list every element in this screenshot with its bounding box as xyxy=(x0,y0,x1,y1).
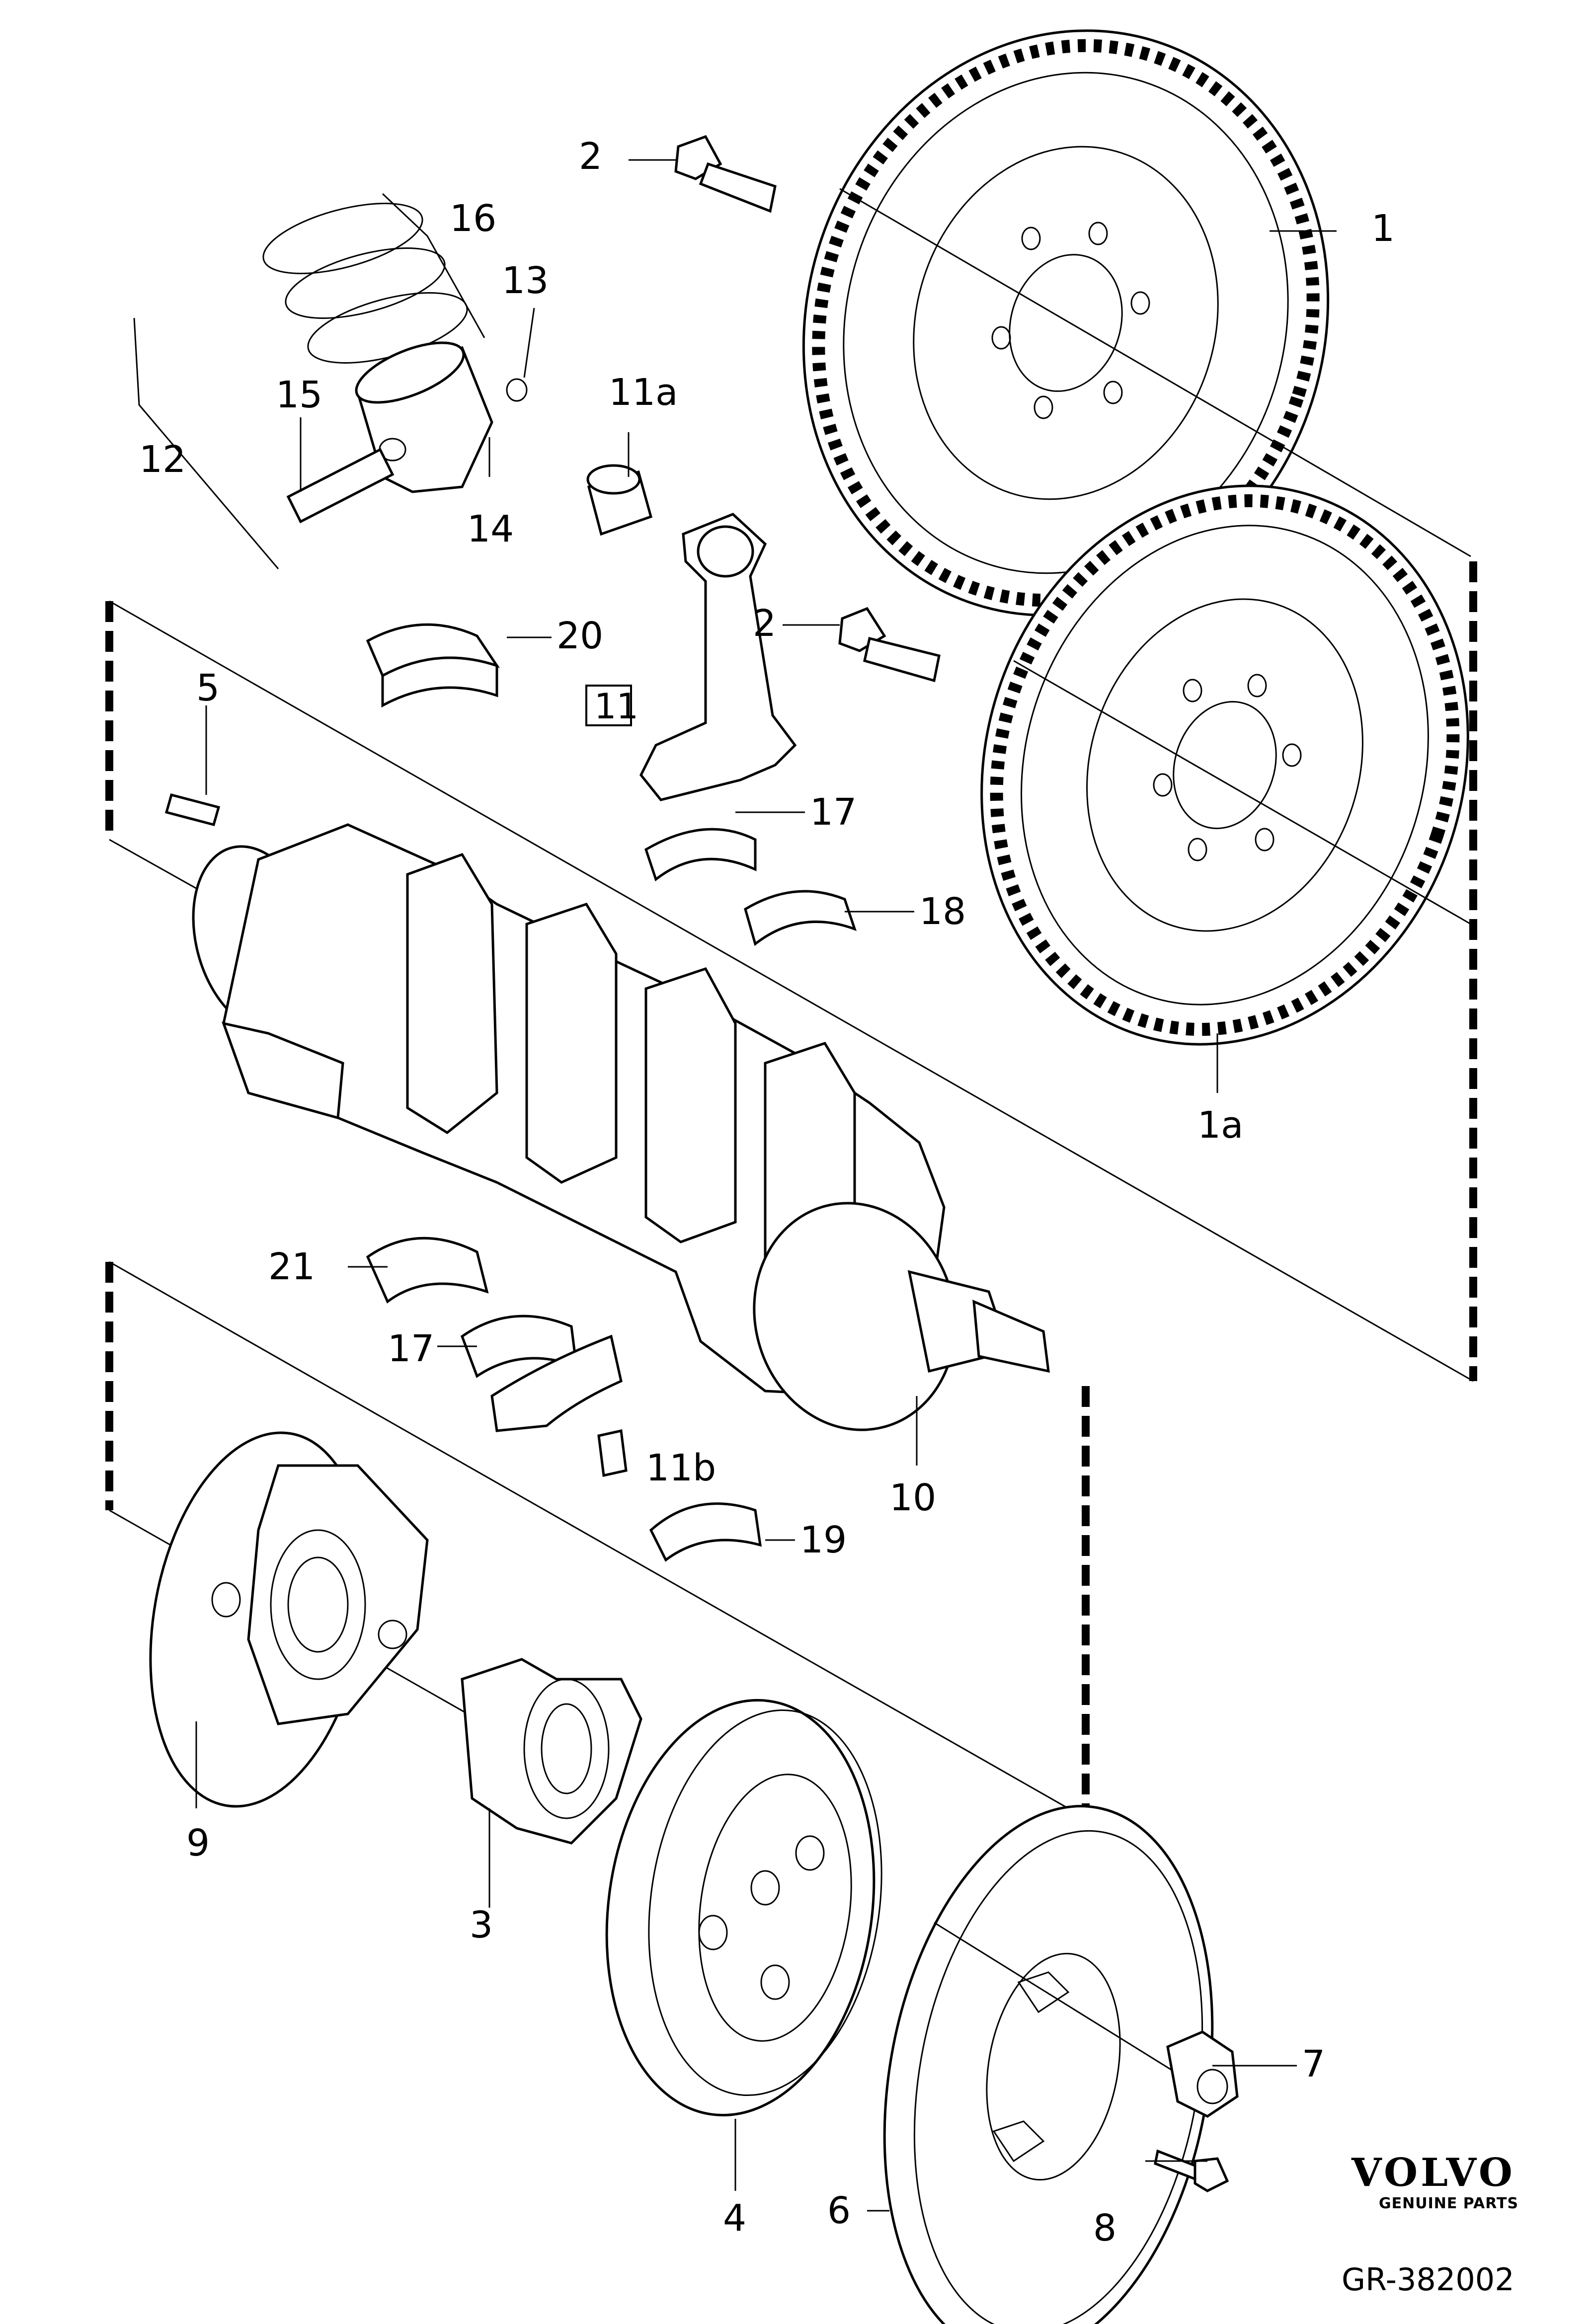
callout-2-lower: 2 xyxy=(753,602,776,645)
callout-14: 14 xyxy=(467,508,514,550)
crankshaft-timing-gear xyxy=(461,1658,642,1845)
crankshaft-center-bolt xyxy=(1166,2030,1239,2118)
dowel-pin xyxy=(164,793,221,827)
callout-5: 5 xyxy=(196,667,220,709)
bearing-cap-11b xyxy=(490,1334,628,1477)
oil-pump xyxy=(149,1431,429,1808)
callout-12: 12 xyxy=(139,438,186,481)
callout-17-upper: 17 xyxy=(810,791,857,834)
callout-6: 6 xyxy=(827,2189,851,2232)
bearing-shell-17-upper xyxy=(644,828,757,882)
flywheel-1 xyxy=(802,29,1471,617)
callout-1: 1 xyxy=(1371,207,1395,250)
callout-11a: 11a xyxy=(609,371,678,414)
callout-8: 8 xyxy=(1093,2207,1116,2249)
callout-4: 4 xyxy=(723,2197,746,2240)
callout-10: 10 xyxy=(889,1476,936,1519)
crankshaft-pulley xyxy=(605,1699,882,2117)
svg-text:11: 11 xyxy=(594,686,638,727)
callout-15: 15 xyxy=(276,374,322,416)
flywheel-bolt-lower xyxy=(838,607,941,683)
bearing-shell-19 xyxy=(649,1502,762,1562)
callout-13: 13 xyxy=(502,259,549,302)
callout-20: 20 xyxy=(557,615,603,657)
bearing-shell-20 xyxy=(366,623,500,708)
damper-bolt xyxy=(1154,2149,1229,2192)
bearing-shell-21 xyxy=(366,1237,489,1304)
callout-11-boxed: 11 xyxy=(585,685,638,727)
callout-9: 9 xyxy=(186,1822,210,1864)
volvo-logo: VOLVO GENUINE PARTS xyxy=(1351,2150,1518,2212)
figure-reference: GR-382002 xyxy=(1342,2261,1514,2298)
callout-2-upper: 2 xyxy=(579,135,602,178)
callout-11b: 11b xyxy=(646,1447,716,1489)
callout-18: 18 xyxy=(919,890,966,933)
callout-16: 16 xyxy=(450,197,496,240)
callout-labels: 1 1a 2 2 3 4 5 6 7 8 9 10 11 11a 11b 12 … xyxy=(139,135,1395,2249)
svg-text:GENUINE PARTS: GENUINE PARTS xyxy=(1379,2195,1518,2212)
crankshaft xyxy=(192,823,1050,1431)
piston-pin xyxy=(286,448,395,524)
connecting-rod xyxy=(639,513,797,801)
callout-7: 7 xyxy=(1302,2043,1325,2086)
svg-text:VOLVO: VOLVO xyxy=(1351,2150,1515,2195)
callout-leaders xyxy=(133,159,1337,2212)
callout-1a: 1a xyxy=(1197,1104,1243,1147)
circlip xyxy=(506,378,528,402)
callout-21: 21 xyxy=(268,1245,315,1288)
callout-19: 19 xyxy=(800,1519,847,1561)
bearing-shell-18 xyxy=(744,890,857,946)
bearing-shell-17-lower xyxy=(460,1315,578,1378)
flywheel-bolt-upper xyxy=(674,135,777,213)
callout-3: 3 xyxy=(470,1904,493,1946)
connecting-rod-bushing xyxy=(586,464,653,536)
flywheel-1a xyxy=(980,484,1471,1046)
callout-17-lower: 17 xyxy=(388,1327,434,1370)
